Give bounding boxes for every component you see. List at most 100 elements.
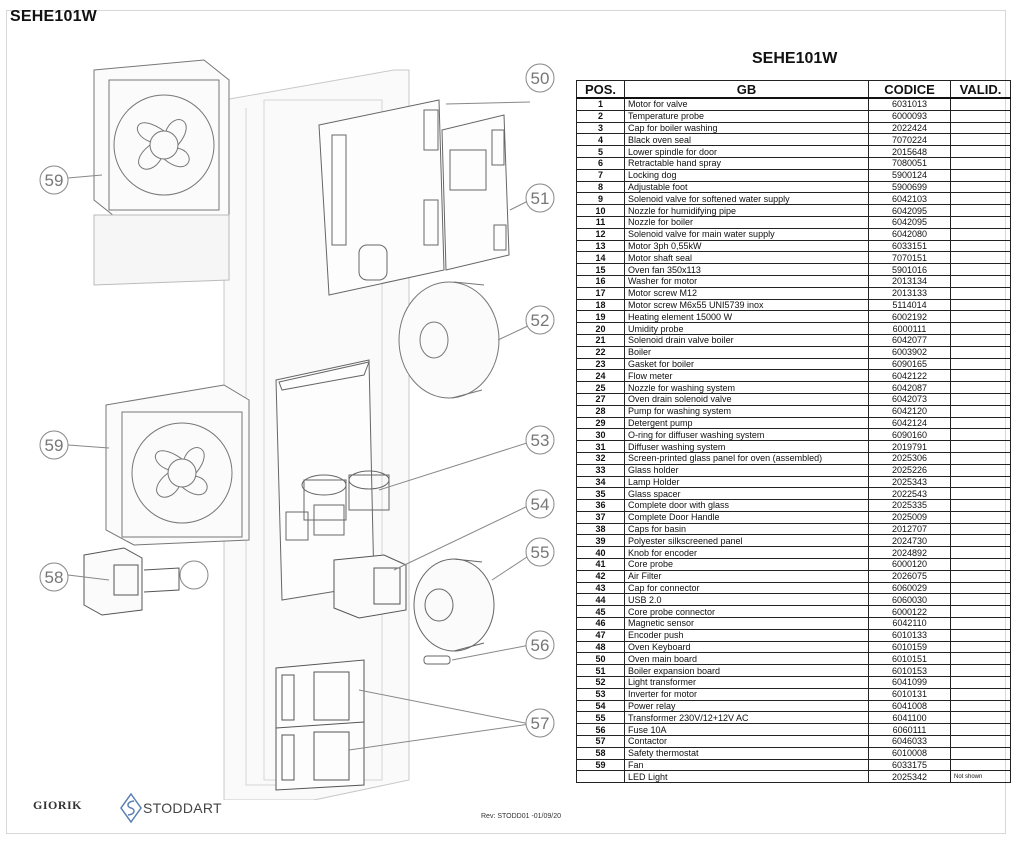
row-code: 6033151 [868, 239, 951, 253]
row-code: 6042087 [868, 381, 951, 394]
row-pos: 54 [576, 699, 625, 713]
row-code: 6042095 [868, 215, 951, 229]
row-valid [950, 404, 1011, 418]
row-description: Magnetic sensor [624, 617, 869, 630]
row-pos: 35 [576, 487, 625, 501]
row-valid [950, 263, 1011, 276]
boiler-expansion-board [441, 114, 510, 271]
row-valid [950, 168, 1011, 182]
callout-52: 52 [531, 311, 550, 330]
row-code: 6042120 [868, 404, 951, 418]
row-description: Light transformer [624, 676, 869, 689]
row-description: Motor shaft seal [624, 251, 869, 265]
row-pos: 50 [576, 652, 625, 666]
row-code: 2019791 [868, 440, 951, 453]
row-valid [950, 239, 1011, 253]
row-valid [950, 652, 1011, 666]
row-description: Caps for basin [624, 522, 869, 536]
row-code: 2015648 [868, 145, 951, 158]
row-valid [950, 723, 1011, 737]
row-code: 5114014 [868, 298, 951, 312]
row-code: 6010131 [868, 687, 951, 701]
row-code: 6042124 [868, 416, 951, 430]
row-valid [950, 251, 1011, 265]
row-code: 6041099 [868, 676, 951, 689]
row-description: USB 2.0 [624, 593, 869, 607]
row-code: 6000122 [868, 605, 951, 619]
row-code: 6042077 [868, 333, 951, 347]
row-code: 6000120 [868, 558, 951, 571]
row-code: 6003902 [868, 345, 951, 359]
contactors-57 [275, 659, 365, 791]
row-description: LED Light [624, 770, 869, 784]
row-pos: 29 [576, 416, 625, 430]
row-code: 6042073 [868, 392, 951, 406]
row-description: Nozzle for humidifying pipe [624, 204, 869, 217]
row-pos: 20 [576, 322, 625, 335]
row-valid [950, 345, 1011, 359]
row-code: 2025009 [868, 510, 951, 524]
stoddart-logo-icon [120, 793, 142, 823]
row-description: Complete door with glass [624, 499, 869, 512]
row-code: 2026075 [868, 569, 951, 583]
row-pos: 55 [576, 711, 625, 725]
row-valid [950, 569, 1011, 583]
callout-55: 55 [531, 543, 550, 562]
fan-59-lower [105, 384, 250, 546]
row-valid [950, 227, 1011, 241]
row-description: Screen-printed glass panel for oven (ass… [624, 451, 869, 465]
callout-59a-circle [39, 165, 69, 195]
row-description: Nozzle for boiler [624, 215, 869, 229]
row-valid: Not shown [950, 770, 1011, 784]
row-description: Glass holder [624, 463, 869, 477]
row-code: 6041100 [868, 711, 951, 725]
row-description: Core probe connector [624, 605, 869, 619]
row-valid [950, 581, 1011, 595]
row-description: Motor 3ph 0,55kW [624, 239, 869, 253]
row-valid [950, 735, 1011, 748]
row-pos: 37 [576, 510, 625, 524]
row-pos: 42 [576, 569, 625, 583]
row-pos: 7 [576, 168, 625, 182]
callout-50: 50 [531, 69, 550, 88]
row-description: Inverter for motor [624, 687, 869, 701]
row-valid [950, 463, 1011, 477]
row-pos: 22 [576, 345, 625, 359]
row-description: Retractable hand spray [624, 156, 869, 170]
row-pos: 32 [576, 451, 625, 465]
callout-51: 51 [531, 189, 550, 208]
row-code: 6090160 [868, 428, 951, 442]
row-description: Nozzle for washing system [624, 381, 869, 394]
callout-54: 54 [531, 495, 550, 514]
row-code: 6033175 [868, 758, 951, 772]
header-pos: POS. [576, 80, 625, 99]
row-code: 6010159 [868, 640, 951, 654]
row-pos: 11 [576, 215, 625, 229]
safety-thermostat [83, 547, 209, 616]
row-description: Oven main board [624, 652, 869, 666]
row-code: 2013134 [868, 274, 951, 288]
row-description: Polyester silkscreened panel [624, 534, 869, 548]
row-pos: 27 [576, 392, 625, 406]
